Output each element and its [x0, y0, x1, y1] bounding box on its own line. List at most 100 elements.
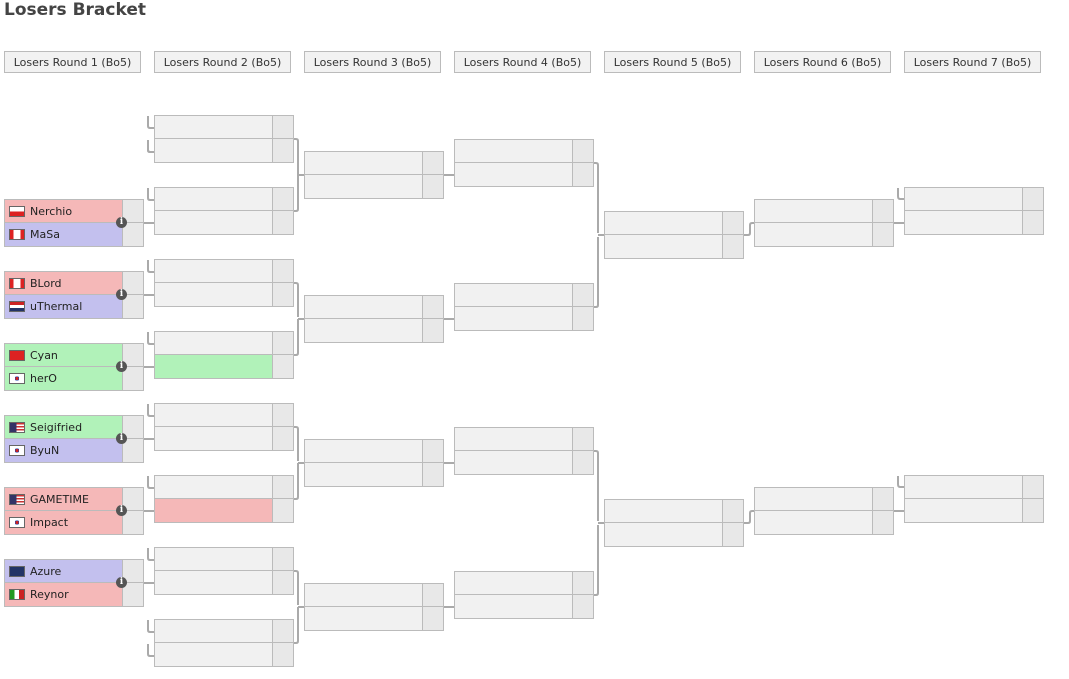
round-header-3[interactable]: Losers Round 3 (Bo5) — [304, 51, 441, 73]
slot-empty — [905, 211, 1022, 234]
flag-usa-icon — [9, 421, 25, 433]
match-r2-5[interactable] — [154, 403, 294, 451]
match-r7-1[interactable] — [904, 187, 1044, 235]
score-box — [422, 607, 443, 630]
match-r2-1[interactable] — [154, 115, 294, 163]
round-header-7[interactable]: Losers Round 7 (Bo5) — [904, 51, 1041, 73]
slot-empty — [155, 499, 272, 522]
slot-empty — [155, 548, 272, 571]
match-r2-8[interactable] — [154, 619, 294, 667]
score-box — [272, 571, 293, 594]
player-slot[interactable]: GAMETIME — [5, 488, 122, 511]
score-box — [272, 188, 293, 211]
slot-empty — [305, 607, 422, 630]
player-slot[interactable]: Cyan — [5, 344, 122, 367]
player-name: GAMETIME — [30, 493, 89, 506]
slot-empty — [305, 584, 422, 607]
match-r5-1[interactable] — [604, 211, 744, 259]
round-header-1[interactable]: Losers Round 1 (Bo5) — [4, 51, 141, 73]
match-r2-6[interactable] — [154, 475, 294, 523]
player-name: Nerchio — [30, 205, 73, 218]
match-info-icon[interactable]: i — [116, 217, 127, 228]
slot-empty — [305, 319, 422, 342]
round-header-4[interactable]: Losers Round 4 (Bo5) — [454, 51, 591, 73]
match-info-icon[interactable]: i — [116, 505, 127, 516]
player-slot[interactable]: Reynor — [5, 583, 122, 606]
score-box — [422, 152, 443, 175]
score-box — [572, 307, 593, 330]
match-r4-4[interactable] — [454, 571, 594, 619]
round-header-2[interactable]: Losers Round 2 (Bo5) — [154, 51, 291, 73]
match-r4-1[interactable] — [454, 139, 594, 187]
page-title: Losers Bracket — [4, 0, 146, 20]
score-box — [272, 283, 293, 306]
score-box — [272, 620, 293, 643]
slot-empty — [755, 511, 872, 534]
match-r4-2[interactable] — [454, 283, 594, 331]
player-name: Impact — [30, 516, 69, 529]
flag-netherlands-icon — [9, 300, 25, 312]
player-slot[interactable]: ByuN — [5, 439, 122, 462]
match-info-icon[interactable]: i — [116, 289, 127, 300]
player-slot[interactable]: herO — [5, 367, 122, 390]
player-slot[interactable]: Azure — [5, 560, 122, 583]
score-box — [272, 643, 293, 666]
score-box — [272, 427, 293, 450]
slot-empty — [155, 139, 272, 162]
slot-empty — [905, 499, 1022, 522]
match-r2-3[interactable] — [154, 259, 294, 307]
score-box — [872, 488, 893, 511]
score-box — [422, 296, 443, 319]
player-name: BLord — [30, 277, 62, 290]
match-r2-2[interactable] — [154, 187, 294, 235]
slot-empty — [455, 451, 572, 474]
match-info-icon[interactable]: i — [116, 433, 127, 444]
player-slot[interactable]: uThermal — [5, 295, 122, 318]
score-box — [572, 572, 593, 595]
slot-empty — [155, 643, 272, 666]
score-box — [872, 200, 893, 223]
round-header-6[interactable]: Losers Round 6 (Bo5) — [754, 51, 891, 73]
slot-empty — [455, 595, 572, 618]
flag-poland-icon — [9, 205, 25, 217]
match-r4-3[interactable] — [454, 427, 594, 475]
match-r6-1[interactable] — [754, 199, 894, 247]
match-r1-5[interactable]: GAMETIME Impact — [4, 487, 144, 535]
match-r2-7[interactable] — [154, 547, 294, 595]
slot-empty — [455, 307, 572, 330]
flag-canada-icon — [9, 277, 25, 289]
score-box — [122, 200, 143, 223]
score-box — [272, 355, 293, 378]
player-slot[interactable]: MaSa — [5, 223, 122, 246]
round-header-5[interactable]: Losers Round 5 (Bo5) — [604, 51, 741, 73]
match-r6-2[interactable] — [754, 487, 894, 535]
flag-china-icon — [9, 349, 25, 361]
match-r3-2[interactable] — [304, 295, 444, 343]
slot-empty — [905, 476, 1022, 499]
flag-korea-icon — [9, 444, 25, 456]
slot-empty — [155, 188, 272, 211]
slot-empty — [605, 212, 722, 235]
score-box — [272, 404, 293, 427]
score-box — [122, 367, 143, 390]
score-box — [272, 116, 293, 139]
match-r1-2[interactable]: BLord uThermal — [4, 271, 144, 319]
score-box — [122, 583, 143, 606]
match-r5-2[interactable] — [604, 499, 744, 547]
match-r7-2[interactable] — [904, 475, 1044, 523]
score-box — [272, 476, 293, 499]
match-r3-1[interactable] — [304, 151, 444, 199]
score-box — [122, 488, 143, 511]
player-slot[interactable]: Seigifried — [5, 416, 122, 439]
player-slot[interactable]: Nerchio — [5, 200, 122, 223]
match-info-icon[interactable]: i — [116, 361, 127, 372]
match-r3-3[interactable] — [304, 439, 444, 487]
match-r2-4[interactable] — [154, 331, 294, 379]
match-info-icon[interactable]: i — [116, 577, 127, 588]
match-r3-4[interactable] — [304, 583, 444, 631]
flag-korea-icon — [9, 516, 25, 528]
player-slot[interactable]: Impact — [5, 511, 122, 534]
player-slot[interactable]: BLord — [5, 272, 122, 295]
